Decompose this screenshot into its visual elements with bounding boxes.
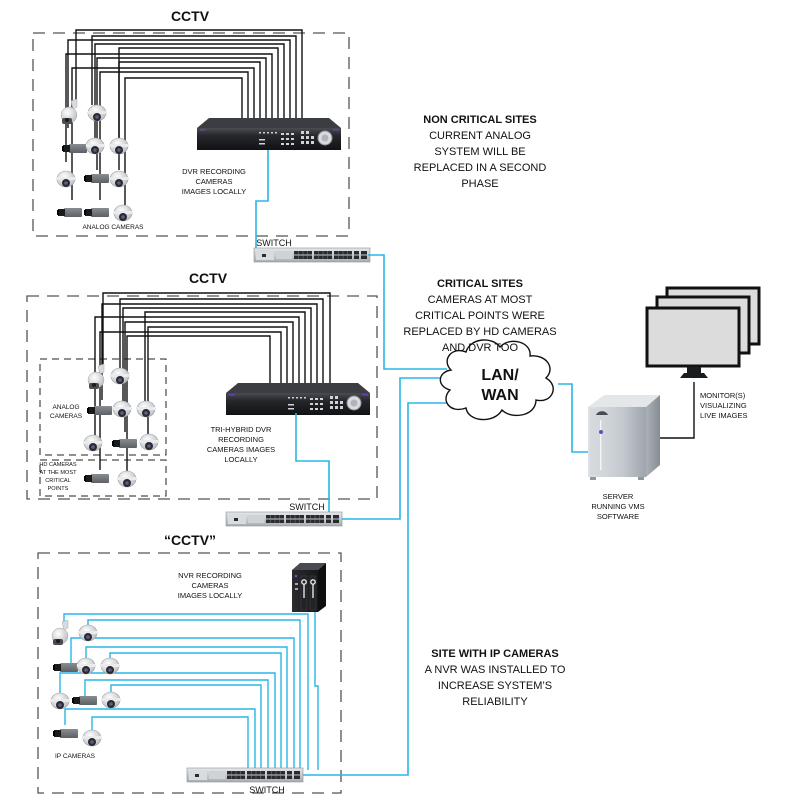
site-title: CCTV [188,270,228,286]
note-body: CAMERAS AT MOST CRITICAL POINTS WERE REP… [403,294,557,354]
switch-label: SWITCH [256,238,292,248]
dome-camera-icon [83,434,103,452]
box-camera-icon [87,406,112,415]
recorder-caption: DVR RECORDING CAMERAS IMAGES LOCALLY [181,167,247,196]
camera-group-label: IP CAMERAS [55,753,95,760]
site-critical [26,292,378,527]
ptz-camera-icon [87,363,105,390]
ptz-camera-icon [51,619,69,646]
network-switch-icon [225,511,343,527]
dome-camera-icon [78,624,98,642]
box-camera-icon [53,729,78,738]
network-link [295,413,330,515]
hd-dome-camera-icon [117,470,137,488]
lan-wan-label: LAN/ WAN [481,367,519,404]
server-icon [588,395,660,480]
dome-camera-icon [113,204,133,222]
note-body: A NVR WAS INSTALLED TO INCREASE SYSTEM’S… [424,664,566,708]
dome-camera-icon [136,400,156,418]
lan-wan-cloud-icon [439,339,554,421]
box-camera-icon [57,208,82,217]
box-camera-icon [112,439,137,448]
dome-camera-icon [87,104,107,122]
recorder-caption: NVR RECORDING CAMERAS IMAGES LOCALLY [177,571,243,600]
nvr-recorder-icon [292,563,326,612]
camera-group-label: ANALOG CAMERAS [49,404,83,420]
monitors-icon [645,286,761,378]
tri-hybrid-dvr-icon [225,382,371,416]
site-ip-cameras [37,552,342,794]
camera-group-label: ANALOG CAMERAS [82,224,144,231]
recorder-caption: TRI-HYBRID DVR RECORDING CAMERAS IMAGES … [206,425,276,464]
note-body: CURRENT ANALOG SYSTEM WILL BE REPLACED I… [413,130,547,190]
box-camera-icon [84,208,109,217]
video-cable [660,382,695,439]
server-caption: SERVER RUNNING VMS SOFTWARE [591,492,645,521]
dvr-recorder-icon [196,117,342,151]
dome-camera-icon [100,657,120,675]
hd-camera-group-boundary [39,459,167,497]
switch-label: SWITCH [249,785,285,795]
dome-camera-icon [56,170,76,188]
ip-cables [59,611,319,770]
dome-camera-icon [109,137,129,155]
dome-camera-icon [85,137,105,155]
dome-camera-icon [82,729,102,747]
monitors-caption: MONITOR(S) VISUALIZING LIVE IMAGES [700,391,748,420]
dome-camera-icon [139,433,159,451]
box-camera-icon [53,663,78,672]
box-camera-icon [62,144,87,153]
network-link [255,150,269,252]
note-heading: CRITICAL SITES [437,278,523,290]
box-camera-icon [72,696,97,705]
note-heading: SITE WITH IP CAMERAS [431,648,559,660]
site-title: CCTV [170,8,210,24]
dome-camera-icon [109,170,129,188]
dome-camera-icon [101,691,121,709]
site-non-critical [32,29,371,263]
hd-box-camera-icon [84,474,109,483]
network-switch-icon [253,247,371,263]
switch-label: SWITCH [289,502,325,512]
site-boundary [26,295,378,500]
dome-camera-icon [76,657,96,675]
site-title: “CCTV” [163,532,217,548]
wan-links [303,254,590,776]
site-note: NON CRITICAL SITES CURRENT ANALOG SYSTEM … [390,96,570,192]
site-boundary [37,552,342,794]
network-switch-icon [186,767,304,783]
ptz-camera-icon [60,98,78,125]
site-note: SITE WITH IP CAMERAS A NVR WAS INSTALLED … [400,630,590,710]
dome-camera-icon [110,367,130,385]
note-heading: NON CRITICAL SITES [423,114,537,126]
dome-camera-icon [50,692,70,710]
hd-group-label: HD CAMERAS AT THE MOST CRITICAL POINTS [39,462,77,492]
dome-camera-icon [112,400,132,418]
site-note: CRITICAL SITES CAMERAS AT MOST CRITICAL P… [380,260,580,356]
box-camera-icon [84,174,109,183]
